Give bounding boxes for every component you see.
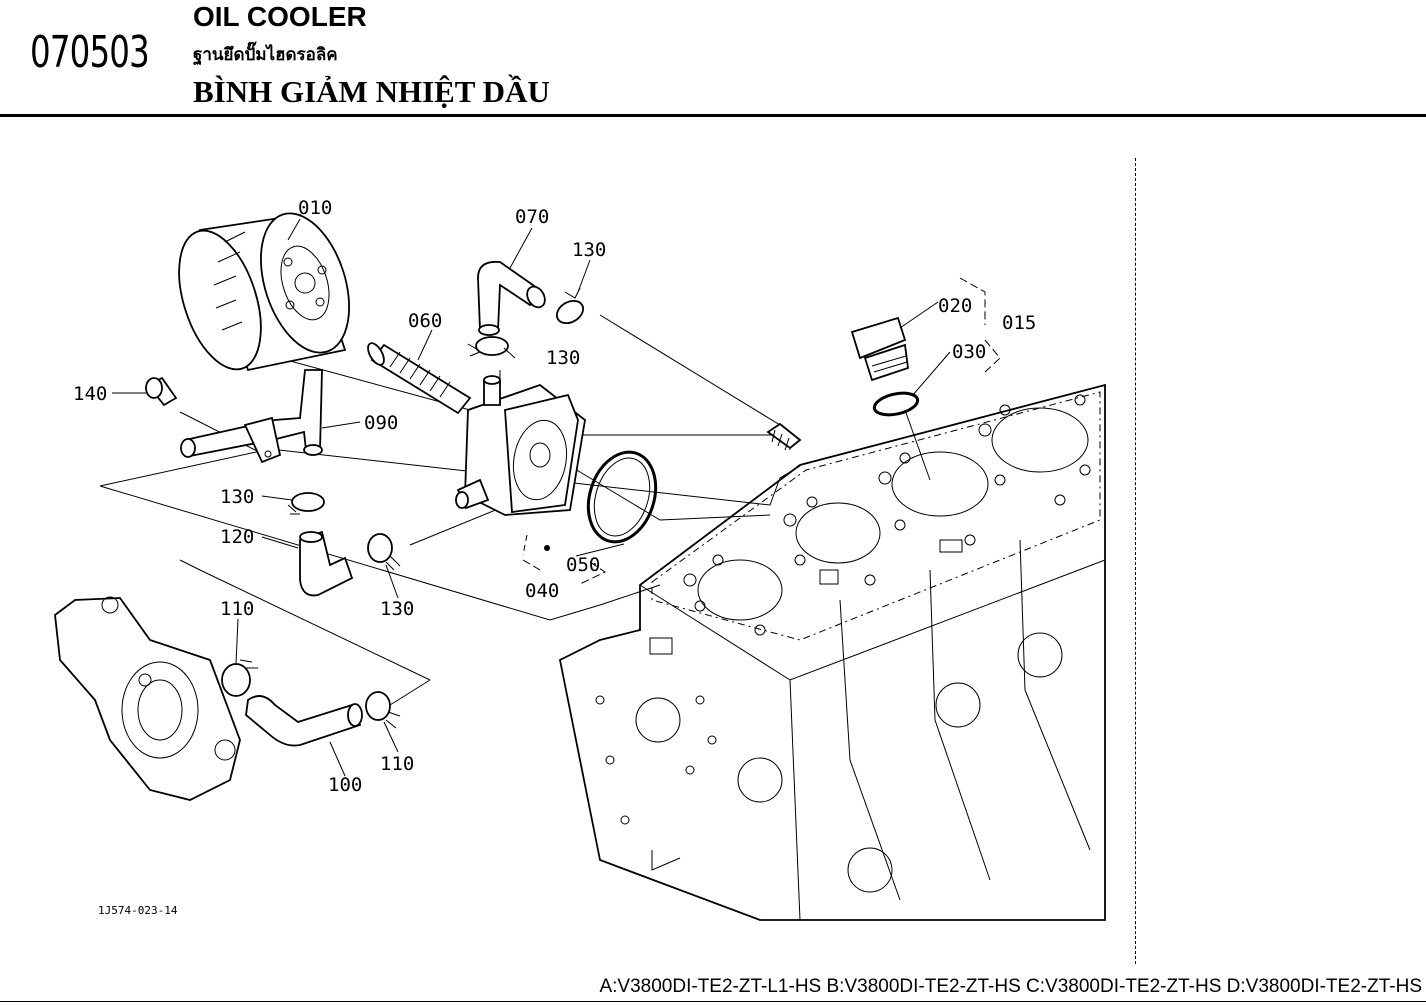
- hose-clamp-130-left: [287, 492, 325, 515]
- label-100: 100: [328, 774, 362, 796]
- footer-rule: [0, 1001, 1426, 1002]
- title-thai: ฐานยึดปั๊มไฮดรอลิค: [193, 45, 338, 65]
- label-040: 040: [525, 580, 559, 602]
- hose-clamp-130-top: [555, 287, 585, 325]
- oil-pipe-090: [180, 369, 323, 464]
- figure-id: 1J574-023-14: [98, 904, 178, 917]
- label-020: 020: [938, 295, 972, 317]
- title-english: OIL COOLER: [193, 1, 367, 32]
- hose-clamp-110-right: [365, 691, 401, 729]
- hose-120: [299, 530, 354, 597]
- threaded-pipe-060: [367, 342, 472, 415]
- model-list: A:V3800DI-TE2-ZT-L1-HS B:V3800DI-TE2-ZT-…: [599, 976, 1422, 997]
- label-130-bottom: 130: [380, 598, 414, 620]
- o-ring-050: [586, 450, 658, 544]
- vertical-divider: [1135, 158, 1136, 964]
- label-leaders: [112, 218, 951, 777]
- label-120: 120: [220, 526, 254, 548]
- label-130-top: 130: [572, 239, 606, 261]
- bolt-140: [145, 376, 178, 407]
- hose-clamp-130-mid: [467, 336, 509, 357]
- kit-bracket-015: [959, 277, 1001, 373]
- label-060: 060: [408, 310, 442, 332]
- label-110-right: 110: [380, 753, 414, 775]
- label-110-left: 110: [220, 598, 254, 620]
- label-070: 070: [515, 206, 549, 228]
- label-140: 140: [73, 383, 107, 405]
- label-130-mid: 130: [546, 347, 580, 369]
- hose-clamp-130-bottom: [367, 533, 401, 571]
- title-vietnamese: BÌNH GIẢM NHIỆT DẦU: [193, 74, 550, 109]
- engine-block-drawing: [558, 383, 1106, 921]
- o-ring-030: [872, 391, 920, 417]
- label-015: 015: [1002, 312, 1036, 334]
- label-130-left: 130: [220, 486, 254, 508]
- hose-clamp-110-left: [221, 659, 258, 697]
- oil-cooler-040: [455, 375, 586, 556]
- label-010: 010: [298, 197, 332, 219]
- filler-cap-020: [850, 316, 909, 382]
- label-090: 090: [364, 412, 398, 434]
- oil-filter-010: [178, 212, 350, 372]
- header-rule: [0, 114, 1426, 117]
- label-050: 050: [566, 554, 600, 576]
- union-fitting: [766, 422, 802, 451]
- section-code: 070503: [30, 27, 150, 78]
- water-housing: [54, 596, 241, 801]
- hose-070: [477, 260, 546, 336]
- hose-100: [245, 695, 363, 747]
- kit-bracket-040: [522, 559, 607, 585]
- label-030: 030: [952, 341, 986, 363]
